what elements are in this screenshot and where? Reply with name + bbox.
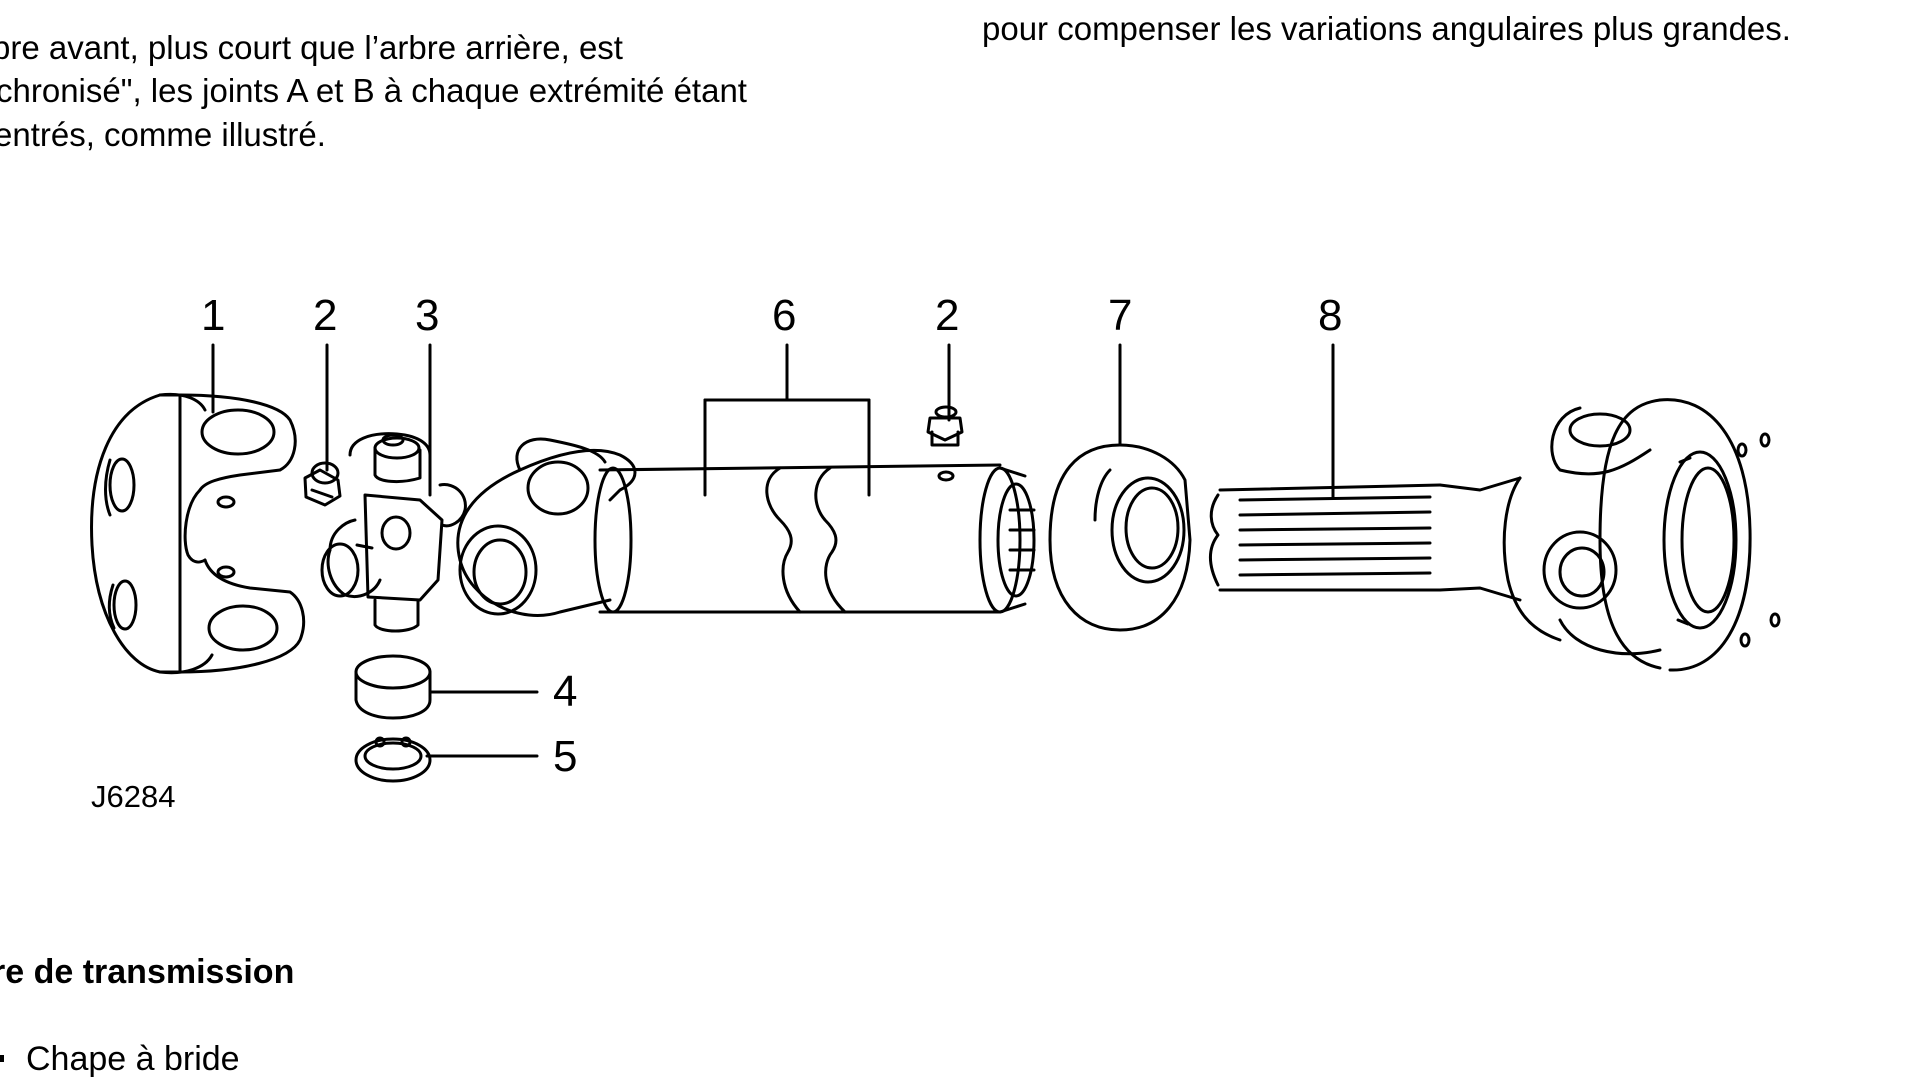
section-heading: re de transmission — [0, 953, 295, 991]
callout-2-left: 2 — [313, 291, 338, 340]
callout-3: 3 — [415, 291, 440, 340]
callout-4: 4 — [553, 667, 578, 716]
callout-7: 7 — [1108, 291, 1133, 340]
list-marker — [0, 1055, 4, 1062]
left-paragraph-line-3: entrés, comme illustré. — [0, 116, 326, 153]
bearing-cup — [356, 656, 430, 718]
list-item-label: Chape à bride — [26, 1040, 240, 1078]
callout-6: 6 — [772, 291, 797, 340]
leader-lines — [213, 345, 1333, 756]
universal-joint-spider — [322, 434, 465, 631]
callout-5: 5 — [553, 732, 578, 781]
left-paragraph-line-2: chronisé", les joints A et B à chaque ex… — [0, 72, 747, 109]
left-paragraph-line-1: bre avant, plus court que l’arbre arrièr… — [0, 29, 623, 66]
right-paragraph-line-1: pour compenser les variations angulaires… — [982, 10, 1791, 47]
dust-cap — [1050, 445, 1190, 630]
figure-id: J6284 — [91, 779, 176, 814]
callout-2-right: 2 — [935, 291, 960, 340]
circlip — [356, 738, 430, 781]
sleeve-yoke-tube — [458, 439, 1034, 615]
callout-8: 8 — [1318, 291, 1343, 340]
callout-1: 1 — [201, 291, 226, 340]
grease-nipple-left — [305, 463, 340, 505]
grease-nipple-right — [928, 407, 962, 445]
flange-yoke-left — [92, 394, 304, 672]
splined-shaft-flange-yoke — [1211, 400, 1780, 670]
